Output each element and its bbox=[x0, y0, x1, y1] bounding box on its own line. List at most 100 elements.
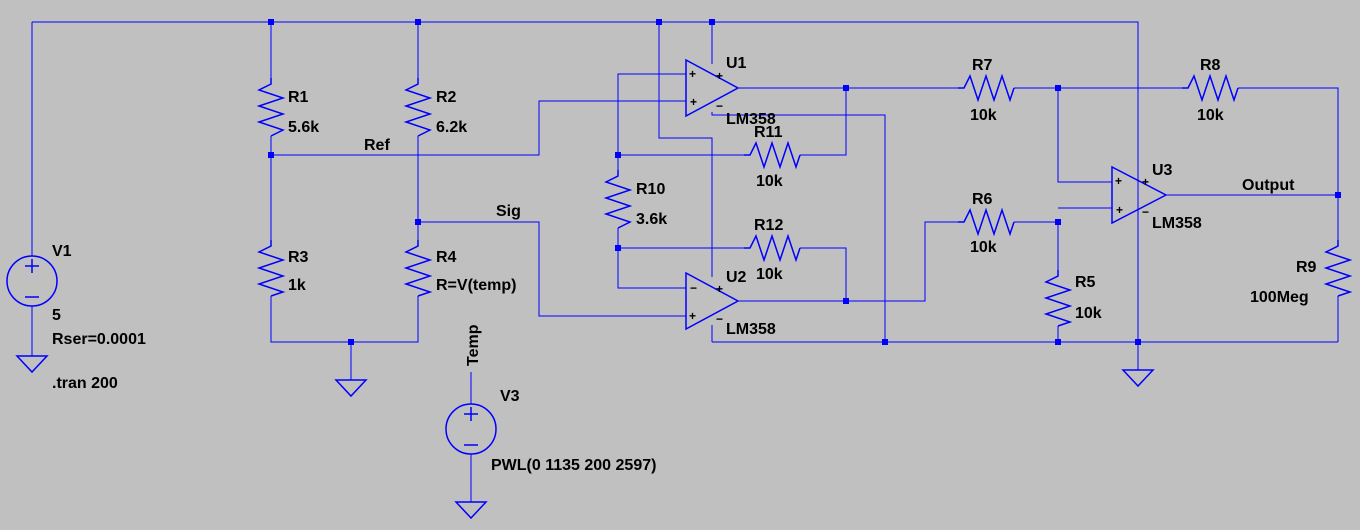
resistor-r2 bbox=[403, 78, 433, 137]
r7-value-label: 10k bbox=[970, 107, 997, 124]
r11-name-label: R11 bbox=[754, 124, 783, 141]
ground-icon bbox=[15, 355, 49, 374]
opamp-u3-vminus-pin: − bbox=[1142, 205, 1149, 219]
tran-directive: .tran 200 bbox=[52, 375, 118, 392]
junction-dot bbox=[1055, 85, 1061, 91]
r2-name-label: R2 bbox=[436, 89, 457, 106]
wire-r11-right bbox=[800, 88, 847, 156]
r5-name-label: R5 bbox=[1075, 274, 1096, 291]
junction-dot bbox=[348, 339, 354, 345]
r6-name-label: R6 bbox=[972, 191, 993, 208]
r11-value-label: 10k bbox=[756, 173, 783, 190]
r9-value-label: 100Meg bbox=[1250, 289, 1309, 306]
wire-r6-r5 bbox=[1014, 221, 1059, 270]
resistor-r3 bbox=[256, 240, 286, 297]
v1-name-label: V1 bbox=[52, 243, 72, 260]
r9-name-label: R9 bbox=[1296, 259, 1317, 276]
junction-dot bbox=[268, 19, 274, 25]
r2-value-label: 6.2k bbox=[436, 119, 467, 136]
junction-dot bbox=[415, 19, 421, 25]
net-label-sig: Sig bbox=[496, 203, 521, 220]
wire-sig-net bbox=[418, 221, 686, 317]
voltage-source-v1 bbox=[6, 255, 58, 307]
opamp-u2-minus-pin: − bbox=[690, 281, 697, 295]
wire-r8-out bbox=[1238, 87, 1339, 240]
r5-value-label: 10k bbox=[1075, 305, 1102, 322]
opamp-u1-plus-pin: + bbox=[689, 67, 696, 81]
u1-model-label: LM358 bbox=[726, 111, 776, 128]
r1-name-label: R1 bbox=[288, 89, 309, 106]
opamp-u3: + + + − bbox=[1111, 165, 1168, 225]
net-label-temp: Temp bbox=[465, 324, 482, 366]
opamp-u1-vplus-pin: + bbox=[716, 69, 723, 83]
wire-u3-minus bbox=[1057, 88, 1112, 183]
junction-dot bbox=[615, 152, 621, 158]
r12-name-label: R12 bbox=[754, 217, 783, 234]
opamp-u2-triangle bbox=[685, 271, 740, 331]
u1-name-label: U1 bbox=[726, 55, 747, 72]
opamp-u2: − + + − bbox=[685, 271, 740, 331]
junction-dot bbox=[415, 219, 421, 225]
ground-icon bbox=[454, 501, 488, 520]
junction-dot bbox=[1335, 192, 1341, 198]
u2-model-label: LM358 bbox=[726, 321, 776, 338]
resistor-r10 bbox=[603, 170, 633, 229]
wire-r12-right bbox=[800, 247, 847, 301]
junction-dot bbox=[882, 339, 888, 345]
r10-name-label: R10 bbox=[636, 181, 665, 198]
resistor-r6 bbox=[958, 207, 1015, 237]
r7-name-label: R7 bbox=[972, 57, 993, 74]
wire-u1-minus bbox=[617, 73, 686, 170]
opamp-u2-vplus-pin: + bbox=[716, 282, 723, 296]
grounds bbox=[15, 355, 1155, 520]
r3-name-label: R3 bbox=[288, 249, 309, 266]
opamp-u3-plus-pin-a: + bbox=[1115, 174, 1122, 188]
v3-name-label: V3 bbox=[500, 388, 520, 405]
junction-dot bbox=[1055, 339, 1061, 345]
u3-model-label: LM358 bbox=[1152, 215, 1202, 232]
plus-icon bbox=[25, 259, 39, 273]
junction-dot bbox=[1135, 339, 1141, 345]
r6-value-label: 10k bbox=[970, 239, 997, 256]
plus-icon bbox=[464, 407, 478, 421]
junction-dot bbox=[1055, 219, 1061, 225]
resistor-r7 bbox=[958, 73, 1015, 103]
v1-param-label: Rser=0.0001 bbox=[52, 331, 146, 348]
junction-dot bbox=[843, 298, 849, 304]
junctions bbox=[268, 19, 1341, 345]
r4-name-label: R4 bbox=[436, 249, 457, 266]
junction-dot bbox=[709, 19, 715, 25]
junction-dot bbox=[656, 19, 662, 25]
voltage-source-v1-circle bbox=[6, 255, 58, 307]
wire-u2-minus bbox=[617, 228, 686, 289]
v3-value-label: PWL(0 1135 200 2597) bbox=[491, 457, 656, 474]
resistor-r12 bbox=[744, 233, 801, 263]
r1-value-label: 5.6k bbox=[288, 119, 319, 136]
labels: V1 5 Rser=0.0001 .tran 200 R1 5.6k R2 6.… bbox=[52, 55, 1317, 474]
resistor-r4 bbox=[403, 240, 433, 297]
wire-bottom-bridge bbox=[270, 296, 419, 343]
opamp-u2-plus-pin: + bbox=[689, 309, 696, 323]
u2-name-label: U2 bbox=[726, 269, 747, 286]
v1-value-label: 5 bbox=[52, 307, 61, 324]
opamp-u3-plus-pin-b: + bbox=[1116, 203, 1123, 217]
resistors bbox=[256, 73, 1353, 327]
wire-ref-net bbox=[271, 100, 686, 156]
r12-value-label: 10k bbox=[756, 266, 783, 283]
net-label-ref: Ref bbox=[364, 137, 390, 154]
resistor-r1 bbox=[256, 78, 286, 137]
resistor-r5 bbox=[1043, 270, 1073, 327]
r10-value-label: 3.6k bbox=[636, 211, 667, 228]
resistor-r8 bbox=[1182, 73, 1239, 103]
junction-dot bbox=[615, 245, 621, 251]
wires bbox=[31, 21, 1339, 502]
wire-u1-vminus bbox=[711, 112, 886, 342]
junction-dot bbox=[268, 152, 274, 158]
opamp-u3-vplus-pin: + bbox=[1142, 175, 1149, 189]
resistor-r11 bbox=[744, 140, 801, 170]
opamp-u1-triangle bbox=[685, 58, 740, 118]
r4-value-label: R=V(temp) bbox=[436, 277, 516, 294]
resistor-r9 bbox=[1323, 240, 1353, 297]
